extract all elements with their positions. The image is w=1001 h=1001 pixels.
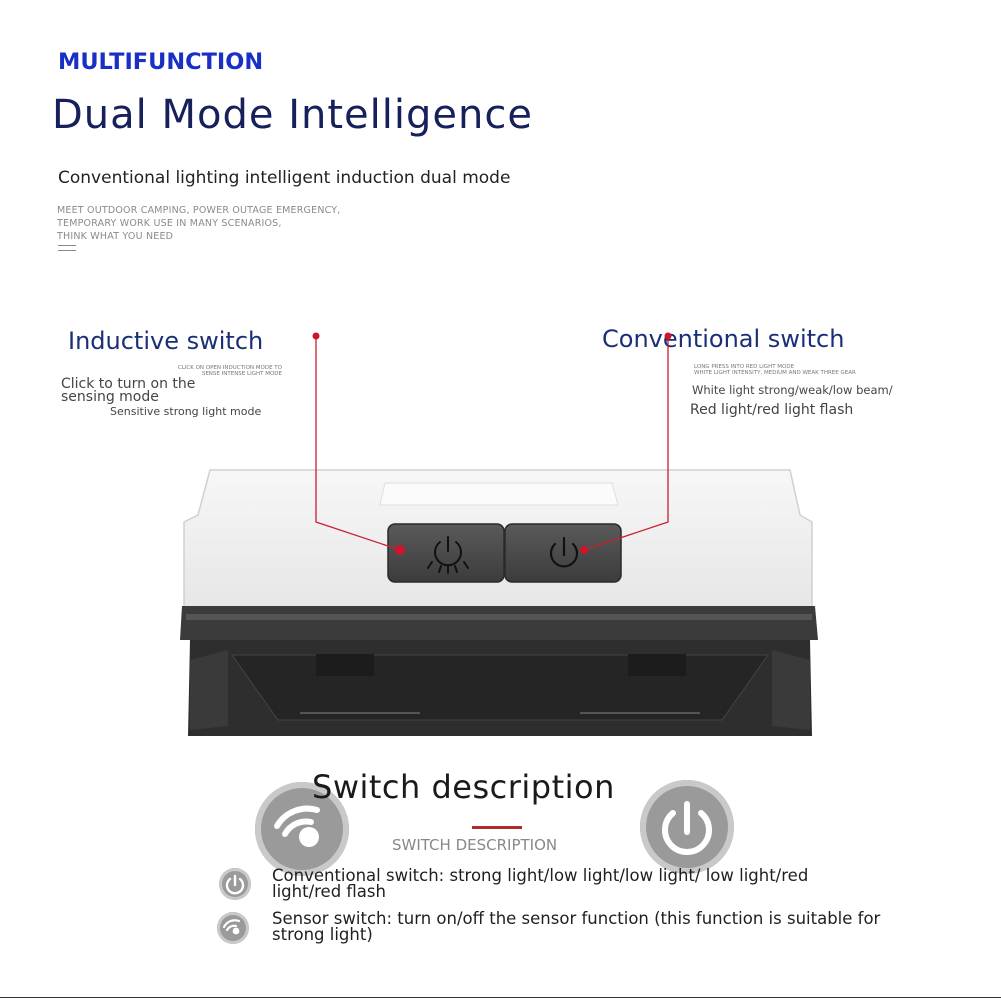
power-icon-large [640,780,734,874]
callout-dot [664,332,672,340]
power-icon-small [219,868,251,900]
decorative-lines [58,245,76,253]
conventional-red-text: Red light/red light flash [690,402,854,418]
sensor-switch-description: Sensor switch: turn on/off the sensor fu… [272,909,881,944]
fine-print-line: LONG PRESS INTO RED LIGHT MODE [694,364,795,370]
caption-block: MEET OUTDOOR CAMPING, POWER OUTAGE EMERG… [57,204,341,243]
sensor-wifi-icon-large [255,782,349,876]
sensor-power-icon [427,536,469,574]
conventional-white-text: White light strong/weak/low beam/ [692,383,893,397]
inductive-button [387,523,505,583]
bracket-side [190,650,228,730]
inductive-click-text: Click to turn on the sensing mode [61,376,196,405]
power-icon [662,801,712,855]
housing-band [180,606,818,640]
bottom-border [0,997,1001,998]
conventional-fine-print: LONG PRESS INTO RED LIGHT MODE WHITE LIG… [694,364,904,376]
fine-print-line: WHITE LIGHT INTENSITY, MEDIUM AND WEAK T… [694,370,856,376]
brand-tag: MULTIFUNCTION [58,50,264,75]
caption-line: MEET OUTDOOR CAMPING, POWER OUTAGE EMERG… [57,205,341,216]
conventional-power-icon [549,536,579,568]
bracket-slot [628,654,686,676]
bracket-slot [316,654,374,676]
wifi-icon-small [217,912,249,944]
callout-dot [580,546,588,554]
fine-print-line: SENSE INTENSE LIGHT MODE [201,371,282,377]
callout-dot [395,545,405,555]
housing-band-highlight [186,614,812,620]
switch-description-subtitle: SWITCH DESCRIPTION [392,836,558,854]
switch-description-title: Switch description [312,768,615,806]
inductive-mode-text: Sensitive strong light mode [110,405,262,418]
caption-line: TEMPORARY WORK USE IN MANY SCENARIOS, [57,218,282,229]
power-icon [225,874,245,895]
wifi-icon [274,805,320,847]
callout-dot [312,332,320,340]
inductive-switch-title: Inductive switch [68,327,264,355]
caption-line: THINK WHAT YOU NEED [57,231,174,242]
title-divider [472,826,522,829]
conventional-switch-title: Conventional switch [602,325,845,353]
bracket-side [772,650,810,730]
housing-top-ridge [379,482,619,506]
subheading: Conventional lighting intelligent induct… [58,168,511,188]
conventional-switch-description: Conventional switch: strong light/low li… [272,866,809,901]
bracket-inner [231,654,769,721]
wifi-icon [222,919,241,935]
page-title: Dual Mode Intelligence [52,92,533,138]
inductive-fine-print: CLICK ON OPEN INDUCTION MODE TO SENSE IN… [150,365,282,377]
fine-print-line: CLICK ON OPEN INDUCTION MODE TO [177,365,282,371]
callout-lines [315,336,669,551]
